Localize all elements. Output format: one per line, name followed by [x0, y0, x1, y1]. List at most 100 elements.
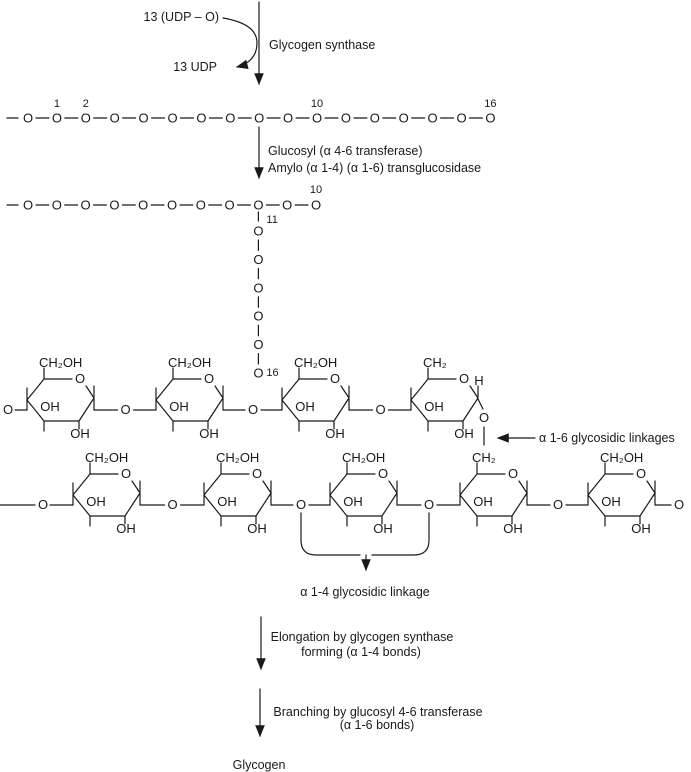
ring-oxygen: O	[636, 466, 646, 481]
oxygen-atom: O	[38, 497, 48, 512]
unit-number: 10	[311, 98, 323, 110]
glucose-unit: O	[254, 111, 264, 126]
brace-left	[300, 512, 361, 556]
hydroxyl-label: OH	[325, 426, 345, 441]
glycosidic-oxygen: O	[120, 402, 130, 417]
hydroxyl-label: OH	[70, 426, 90, 441]
hydroxyl-label: OH	[503, 521, 523, 536]
branching-line-2: (α 1-6 bonds)	[340, 718, 415, 732]
hydroxyl-label: OH	[116, 521, 136, 536]
elongation-step: Elongation by glycogen synthase forming …	[256, 616, 454, 671]
unit-number: 11	[266, 214, 277, 226]
glucose-unit: O	[456, 111, 466, 126]
ch2-group-label: CH₂OH	[342, 450, 385, 465]
glucose-unit: O	[282, 198, 292, 213]
ch2-group-label: CH₂OH	[168, 355, 211, 370]
alpha-1-6-linkage: α 1-6 glycosidic linkages	[483, 426, 675, 446]
elongation-line-2: forming (α 1-4 bonds)	[301, 645, 421, 659]
alpha-1-6-label: α 1-6 glycosidic linkages	[539, 431, 675, 445]
glycogen-synthase-label: Glycogen synthase	[269, 38, 375, 52]
final-product-label: Glycogen	[233, 758, 286, 772]
glucose-unit: O	[312, 111, 322, 126]
ch2-group-label: CH₂OH	[600, 450, 643, 465]
glucose-unit: O	[52, 111, 62, 126]
glucose-unit: O	[225, 111, 235, 126]
hydroxyl-label: OH	[601, 494, 621, 509]
glycosidic-oxygen: O	[167, 497, 177, 512]
bottom-ring-row: OOCH₂OHOHOHOOCH₂OHOHOHOOCH₂OHOHOHOOCH₂OH…	[0, 450, 684, 536]
hydroxyl-label: OH	[40, 399, 60, 414]
glucose-unit: O	[253, 309, 263, 324]
ring-oxygen: O	[378, 466, 388, 481]
unit-number: 2	[83, 98, 89, 110]
ch2-group-label: CH₂OH	[294, 355, 337, 370]
oxygen-atom: O	[674, 497, 684, 512]
hydroxyl-label: OH	[473, 494, 493, 509]
ch2-group-label: CH₂OH	[39, 355, 82, 370]
ch2-group-label: CH₂	[472, 450, 496, 465]
glucose-unit: O	[341, 111, 351, 126]
glycosidic-oxygen: O	[375, 402, 385, 417]
glucose-unit: O	[399, 111, 409, 126]
udp-product-label: 13 UDP	[173, 60, 217, 74]
glucose-unit: O	[52, 198, 62, 213]
glucose-unit: O	[81, 111, 91, 126]
hydroxyl-label: OH	[86, 494, 106, 509]
hydroxyl-label: OH	[199, 426, 219, 441]
glucose-unit: O	[167, 198, 177, 213]
hydroxyl-label: OH	[169, 399, 189, 414]
branching-line-1: Branching by glucosyl 4-6 transferase	[273, 705, 482, 719]
unit-number: 16	[266, 367, 278, 379]
enzyme-line-1: Glucosyl (α 4-6 transferase)	[268, 144, 423, 158]
glucose-unit: O	[109, 198, 119, 213]
substrate-label: 13 (UDP – O)	[144, 10, 220, 24]
unit-number: 10	[310, 184, 322, 196]
hydroxyl-label: OH	[373, 521, 393, 536]
glucose-unit: O	[428, 111, 438, 126]
glucose-unit: O	[253, 366, 263, 381]
glucose-unit: O	[23, 111, 33, 126]
ring-oxygen: O	[252, 466, 262, 481]
hydroxyl-label: OH	[343, 494, 363, 509]
glucose-unit: O	[196, 198, 206, 213]
hydroxyl-label: OH	[454, 426, 474, 441]
ring-oxygen: O	[75, 371, 85, 386]
alpha-1-4-label: α 1-4 glycosidic linkage	[300, 585, 430, 599]
ch2-group-label: CH₂OH	[216, 450, 259, 465]
glucose-unit: O	[23, 198, 33, 213]
unit-number: 16	[484, 98, 496, 110]
substrate-curved-arrow	[222, 17, 258, 70]
glycosidic-oxygen: O	[553, 497, 563, 512]
hydroxyl-label: OH	[217, 494, 237, 509]
elongation-line-1: Elongation by glycogen synthase	[271, 630, 454, 644]
glucose-unit: O	[370, 111, 380, 126]
hydroxyl-label: OH	[424, 399, 444, 414]
ring-oxygen: O	[204, 371, 214, 386]
ring-oxygen: O	[508, 466, 518, 481]
glucose-unit: O	[485, 111, 495, 126]
glucose-unit: O	[283, 111, 293, 126]
anomeric-bond	[477, 398, 484, 410]
hydroxyl-label: OH	[247, 521, 267, 536]
glucose-unit: O	[196, 111, 206, 126]
glucose-unit: O	[81, 198, 91, 213]
glucose-unit: O	[253, 337, 263, 352]
glucose-unit: O	[253, 252, 263, 267]
glucose-unit: O	[110, 111, 120, 126]
oxygen-atom: O	[3, 402, 13, 417]
ch2-group-label: CH₂OH	[85, 450, 128, 465]
hydroxyl-label: OH	[295, 399, 315, 414]
top-ring-row: OOCH₂OHOHOHOOCH₂OHOHOHOOCH₂OHOHOHOOCH₂OH…	[3, 355, 489, 441]
glucose-unit: O	[139, 111, 149, 126]
unit-number: 1	[54, 98, 60, 110]
brace-right	[371, 512, 430, 556]
ring-oxygen: O	[121, 466, 131, 481]
ring-oxygen: O	[459, 371, 469, 386]
glycosidic-oxygen: O	[296, 497, 306, 512]
ring-oxygen: O	[330, 371, 340, 386]
